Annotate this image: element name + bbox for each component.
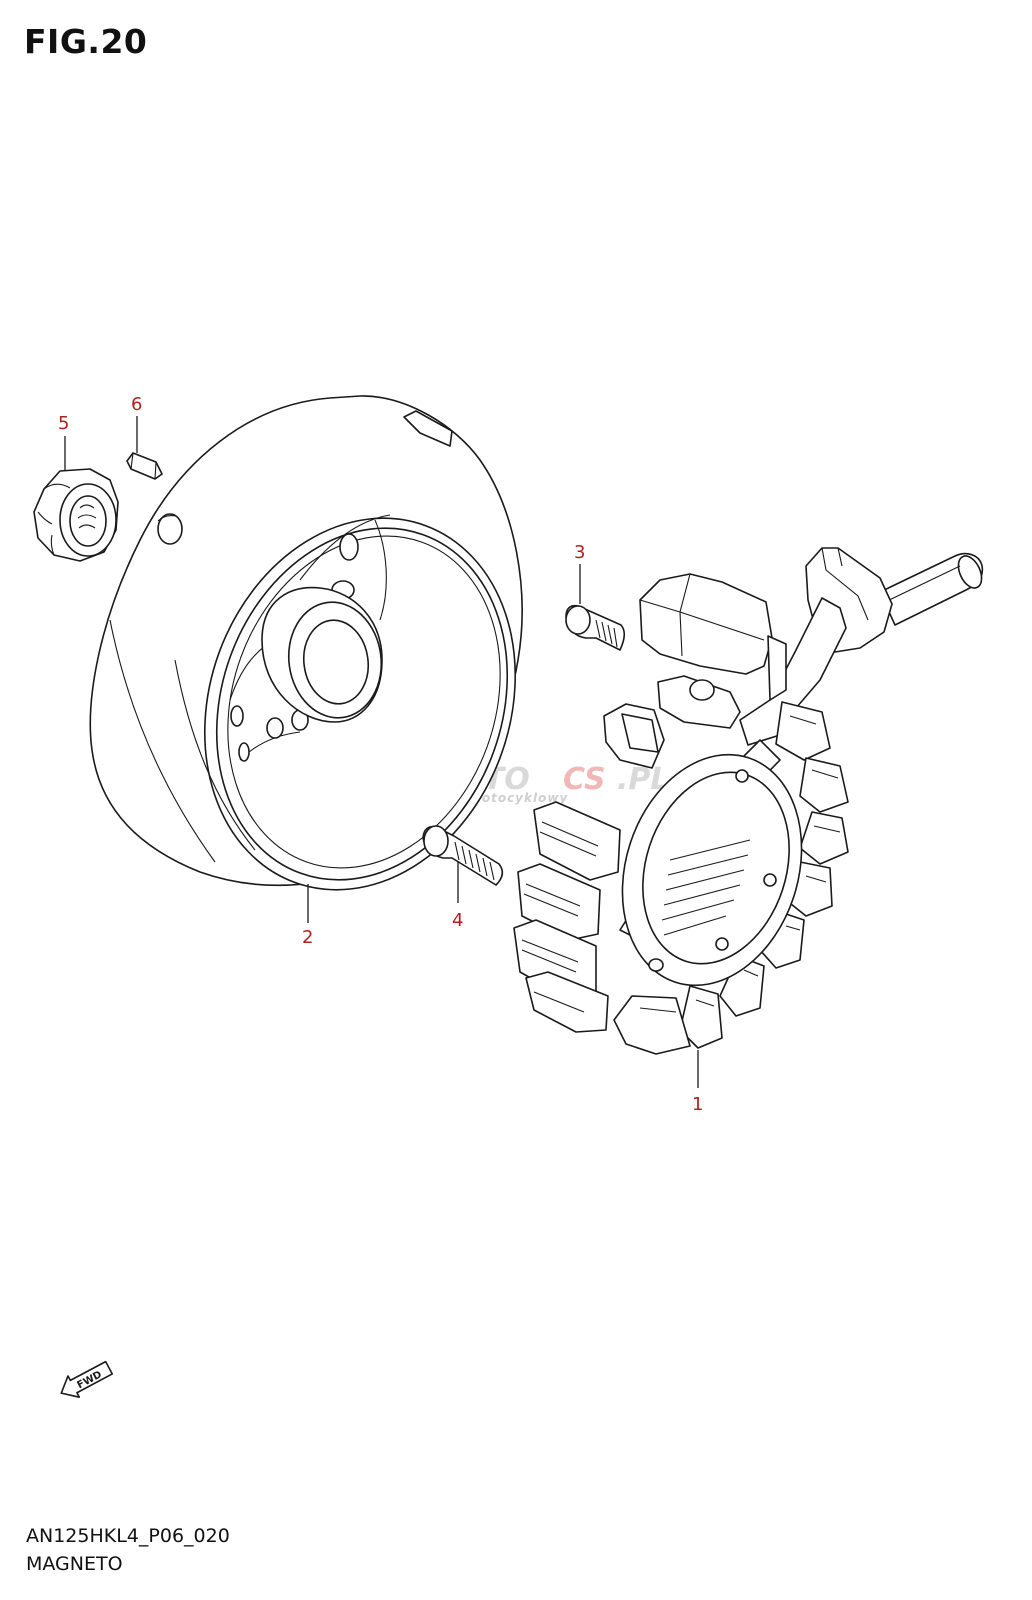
leader-lines xyxy=(64,416,699,1088)
key-part xyxy=(126,452,163,480)
callout-numbers: 5 6 3 4 2 1 xyxy=(58,394,703,1115)
figure-title: FIG.20 xyxy=(24,22,148,61)
diagram-code: AN125HKL4_P06_020 xyxy=(26,1525,230,1547)
bolt-part-3 xyxy=(565,604,626,651)
callout-6: 6 xyxy=(131,394,142,415)
callout-5: 5 xyxy=(58,413,69,434)
callout-1: 1 xyxy=(692,1094,703,1115)
callout-3: 3 xyxy=(574,542,585,563)
bolt-part-4 xyxy=(422,825,504,886)
watermark-brand-accent: CS xyxy=(563,762,606,797)
nut-part xyxy=(33,468,119,562)
callout-4: 4 xyxy=(452,910,463,931)
fwd-direction-badge: FWD xyxy=(60,1360,114,1398)
fwd-arrow-icon xyxy=(60,1360,114,1398)
stator-part xyxy=(513,547,984,1055)
diagram-name: MAGNETO xyxy=(26,1553,123,1575)
callout-2: 2 xyxy=(302,927,313,948)
rotor-part xyxy=(89,395,523,891)
